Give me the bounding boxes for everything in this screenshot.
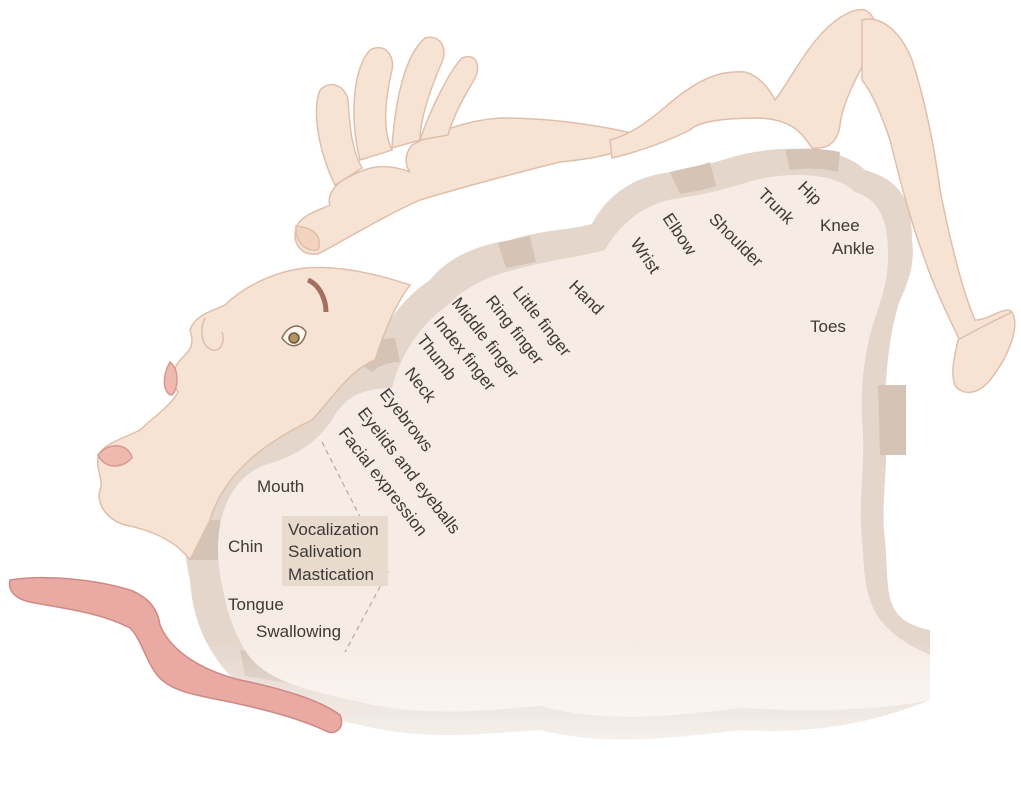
oral-functions-box — [282, 516, 388, 586]
label-mouth: Mouth — [257, 477, 304, 496]
label-ankle: Ankle — [832, 239, 875, 258]
finger-4 — [418, 55, 479, 141]
finger-1 — [315, 83, 364, 187]
cortex-dark-segment-hand — [498, 236, 536, 268]
label-chin: Chin — [228, 537, 263, 556]
label-mastication: Mastication — [288, 565, 374, 584]
label-toes: Toes — [810, 317, 846, 336]
finger-2 — [353, 47, 394, 161]
foot — [952, 311, 1016, 393]
tongue — [8, 576, 343, 734]
cortex-inner-fill — [217, 175, 930, 717]
label-vocalization: Vocalization — [288, 520, 379, 539]
label-salivation: Salivation — [288, 542, 362, 561]
label-tongue: Tongue — [228, 595, 284, 614]
arm-torso — [609, 8, 877, 159]
label-knee: Knee — [820, 216, 860, 235]
cortex-dark-segment-right — [878, 385, 906, 455]
bottom-fade — [150, 640, 1021, 797]
pupil — [288, 332, 300, 344]
cortex-dark-segment-top — [785, 148, 840, 172]
thumb-tip — [295, 225, 321, 251]
hand — [294, 117, 642, 255]
label-swallowing: Swallowing — [256, 622, 341, 641]
homunculus-figure — [8, 8, 1016, 734]
finger-3 — [391, 36, 445, 150]
lower-lip — [97, 445, 133, 467]
eyebrow — [306, 277, 329, 313]
labels-group: Hip Knee Ankle Trunk Shoulder Elbow Wris… — [228, 177, 875, 641]
nose — [201, 317, 224, 351]
cortex-dark-segment-shoulder — [670, 162, 716, 194]
upper-lip — [163, 360, 178, 396]
